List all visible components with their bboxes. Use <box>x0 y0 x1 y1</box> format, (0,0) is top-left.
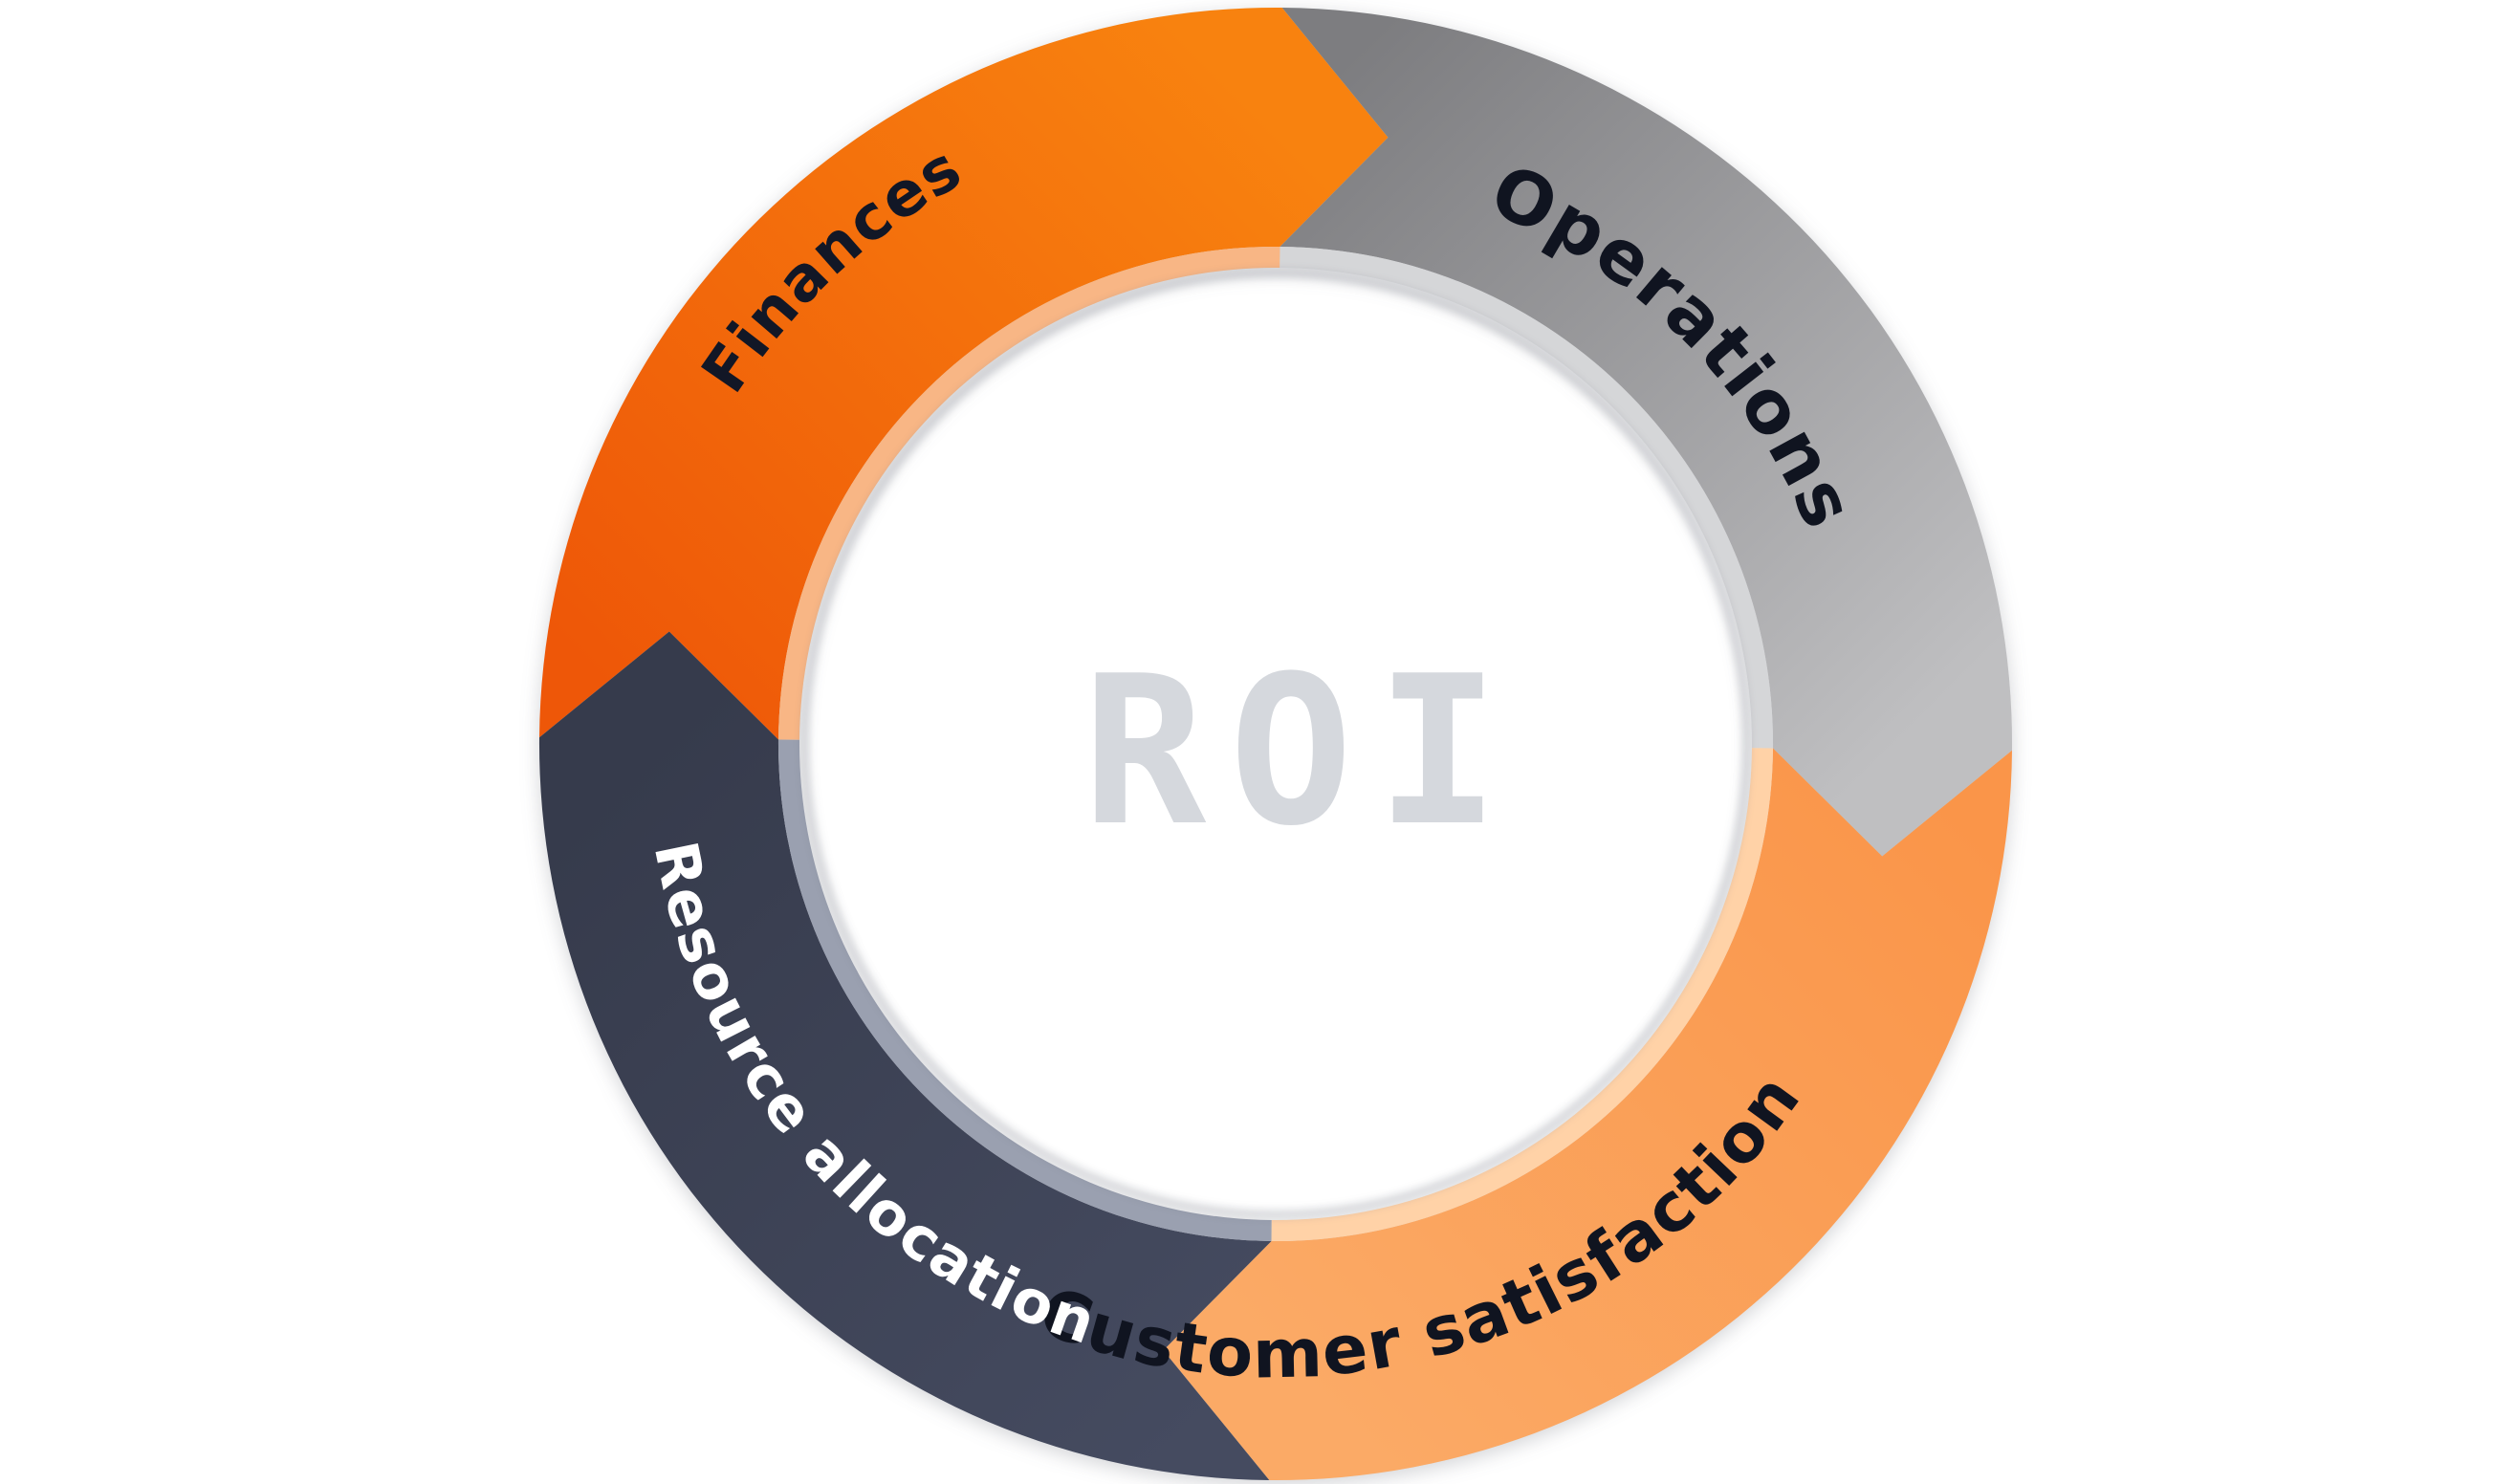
segment-customer-satisfaction <box>1163 748 2012 1481</box>
ring-segments <box>538 7 2013 1481</box>
segment-resource-allocation <box>538 631 1272 1480</box>
segment-finances <box>539 7 1389 740</box>
segment-operations <box>1280 8 2013 857</box>
arrow-ring <box>538 7 2013 1481</box>
center-label: ROI <box>1083 631 1522 871</box>
inner-rim-shadow <box>800 269 1751 1219</box>
